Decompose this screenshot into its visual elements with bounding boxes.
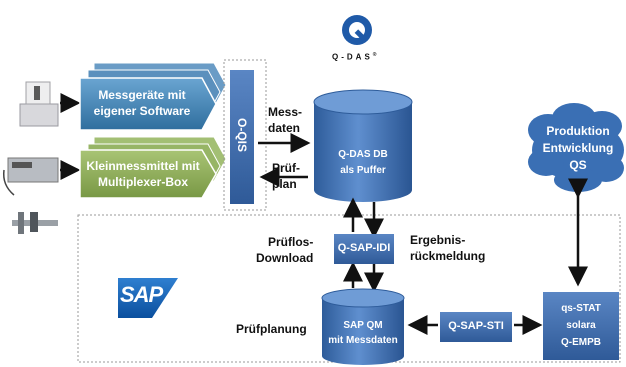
sapqm-label: SAP QM mit Messdaten [328,320,398,346]
qdas-logo [342,15,372,45]
sap-logo-text: SAP [120,282,163,307]
pruefplan-label: Prüf- plan [272,161,300,191]
qis-box [230,70,254,204]
caliper-image [12,212,58,234]
qdas-db-cylinder [313,89,413,202]
feedback-label: Ergebnis- rückmeldung [410,233,486,263]
download-label: Prüflos- Download [256,235,314,265]
sti-box [440,312,512,342]
pruefplanung-label: Prüfplanung [236,322,307,336]
qdas-logo-text: Q-DAS® [332,52,380,62]
cloud-label: Produktion Entwicklung QS [542,124,614,172]
sti-label: Q-SAP-STI [448,320,504,332]
sapqm-cylinder [321,288,405,365]
small-devices-label: Kleinmessmittel mit Multiplexer-Box [86,159,200,189]
messdaten-label: Mess- daten [268,105,303,135]
measuring-devices-box [79,62,227,131]
qis-frame [223,59,267,211]
cloud-shape [528,103,624,192]
idi-label: Q-SAP-IDI [337,242,391,254]
qdas-db-label: Q-DAS DB als Puffer [338,149,388,176]
idi-box [334,234,394,264]
qsstat-label: qs-STAT solara Q-EMPB [561,303,601,348]
sap-logo [118,278,178,318]
qis-label: O-QIS [235,117,249,152]
multiplexer-box-image [2,157,59,196]
measuring-devices-label: Messgeräte mit eigener Software [93,88,191,118]
cmm-machine-image [19,81,59,127]
small-devices-box [79,136,227,199]
qsstat-box [543,292,619,360]
sap-region-border [77,214,621,363]
